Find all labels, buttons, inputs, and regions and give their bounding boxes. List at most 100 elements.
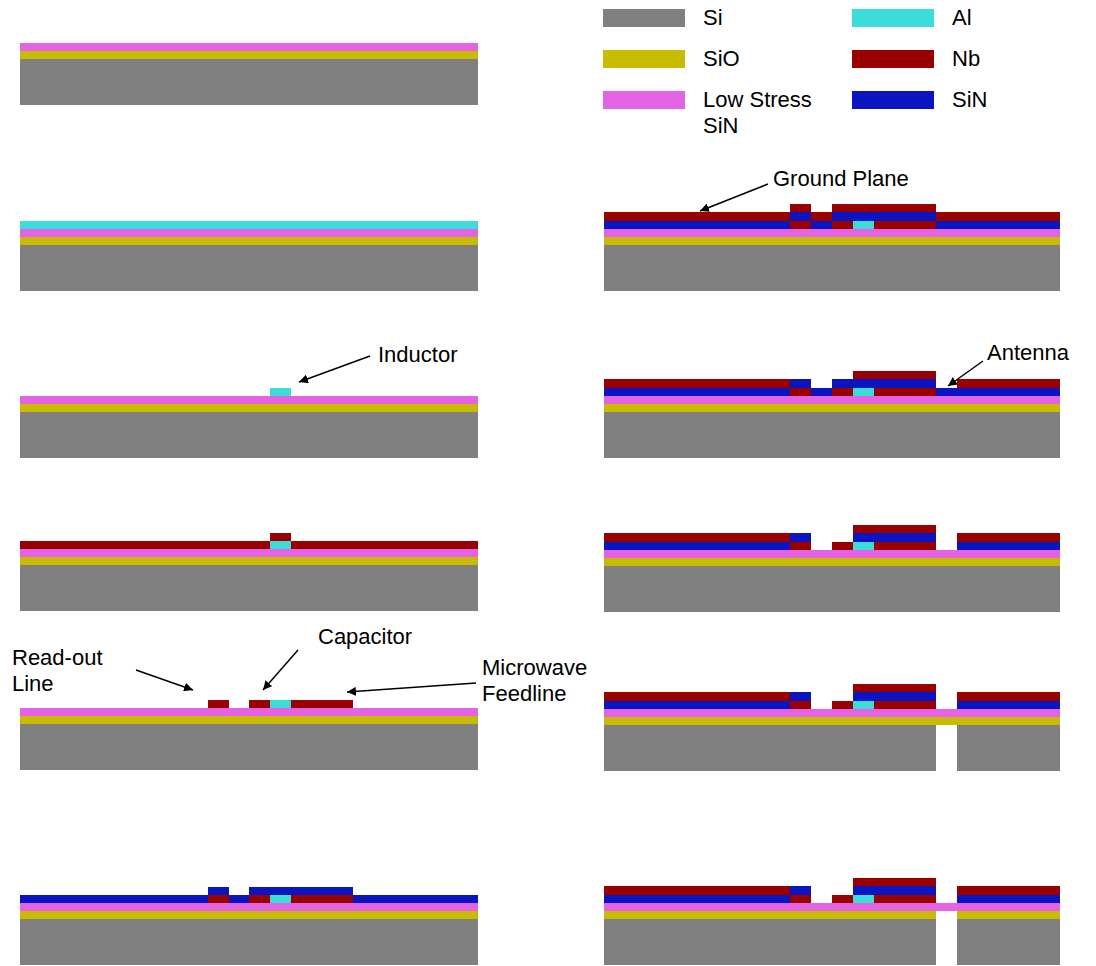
layer-block	[20, 541, 478, 549]
legend-swatch	[603, 50, 685, 68]
layer-block	[874, 701, 936, 709]
legend-swatch	[852, 91, 934, 109]
layer-block	[853, 542, 874, 550]
layer-block	[20, 724, 478, 770]
layer-block	[20, 557, 478, 565]
layer-block	[853, 692, 936, 701]
layer-block	[790, 701, 811, 709]
layer-block	[853, 895, 874, 903]
layer-block	[853, 525, 936, 533]
layer-block	[20, 708, 478, 716]
leader-arrow	[299, 356, 370, 382]
layer-block	[604, 229, 1060, 237]
layer-block	[853, 684, 936, 692]
layer-block	[270, 388, 291, 396]
part-label: Inductor	[378, 342, 458, 368]
layer-block	[790, 542, 811, 550]
layer-block	[604, 725, 936, 771]
layer-block	[604, 911, 936, 919]
layer-block	[957, 895, 1060, 903]
layer-block	[832, 895, 853, 903]
layer-block	[790, 379, 811, 388]
legend-swatch	[852, 9, 934, 27]
layer-block	[604, 412, 1060, 458]
legend-text: SiN	[952, 87, 1080, 113]
part-label: Capacitor	[318, 624, 412, 650]
layer-block	[604, 709, 1060, 717]
layer-block	[604, 903, 1060, 911]
layer-block	[957, 886, 1060, 895]
layer-block	[604, 388, 1060, 396]
layer-block	[20, 229, 478, 237]
layer-block	[20, 549, 478, 557]
leader-arrow	[347, 683, 476, 692]
layer-block	[790, 692, 811, 701]
layer-block	[20, 237, 478, 245]
layer-block	[832, 204, 936, 212]
layer-block	[790, 388, 811, 396]
layer-block	[604, 692, 790, 701]
layer-block	[957, 542, 1060, 550]
layer-block	[270, 700, 291, 708]
part-label: Ground Plane	[773, 166, 909, 192]
leader-arrow	[136, 670, 193, 690]
layer-block	[604, 379, 790, 388]
layer-block	[270, 895, 291, 903]
layer-block	[20, 919, 478, 965]
layer-block	[20, 903, 478, 911]
layer-block	[291, 895, 353, 903]
legend-text: Low Stress SiN	[703, 87, 831, 139]
layer-block	[20, 895, 478, 903]
layer-block	[790, 533, 811, 542]
layer-block	[20, 716, 478, 724]
layer-block	[853, 388, 874, 396]
layer-block	[832, 212, 936, 221]
leader-arrow	[700, 184, 768, 211]
layer-block	[604, 237, 1060, 245]
layer-block	[604, 245, 1060, 291]
layer-block	[790, 886, 811, 895]
layer-block	[270, 533, 291, 541]
legend-text: Al	[952, 5, 1080, 31]
layer-block	[20, 565, 478, 611]
layer-block	[957, 533, 1060, 542]
layer-block	[604, 542, 790, 550]
layer-block	[604, 533, 790, 542]
layer-block	[604, 396, 1060, 404]
layer-block	[604, 221, 1060, 229]
layer-block	[20, 911, 478, 919]
layer-block	[249, 700, 270, 708]
layer-block	[208, 895, 229, 903]
layer-block	[208, 700, 229, 708]
layer-block	[20, 396, 478, 404]
legend-text: Nb	[952, 46, 1080, 72]
layer-block	[790, 212, 811, 221]
layer-block	[957, 701, 1060, 709]
layer-block	[270, 541, 291, 549]
layer-block	[604, 701, 790, 709]
layer-block	[249, 887, 353, 895]
layer-block	[957, 725, 1060, 771]
layer-block	[874, 542, 936, 550]
layer-block	[604, 717, 1060, 725]
legend-swatch	[603, 9, 685, 27]
part-label: Microwave Feedline	[482, 655, 607, 707]
legend-swatch	[852, 50, 934, 68]
layer-block	[604, 566, 1060, 612]
layer-block	[853, 221, 874, 229]
legend-text: SiO	[703, 46, 831, 72]
layer-block	[832, 221, 853, 229]
part-label: Read-out Line	[12, 645, 132, 697]
layer-block	[20, 404, 478, 412]
layer-block	[957, 692, 1060, 701]
layer-block	[20, 221, 478, 229]
layer-block	[874, 221, 936, 229]
legend-text: Si	[703, 5, 831, 31]
layer-block	[604, 212, 1060, 221]
leader-arrow	[263, 650, 298, 690]
layer-block	[957, 919, 1060, 965]
layer-block	[832, 379, 936, 388]
layer-block	[604, 919, 936, 965]
layer-block	[208, 887, 229, 895]
layer-block	[20, 59, 478, 105]
